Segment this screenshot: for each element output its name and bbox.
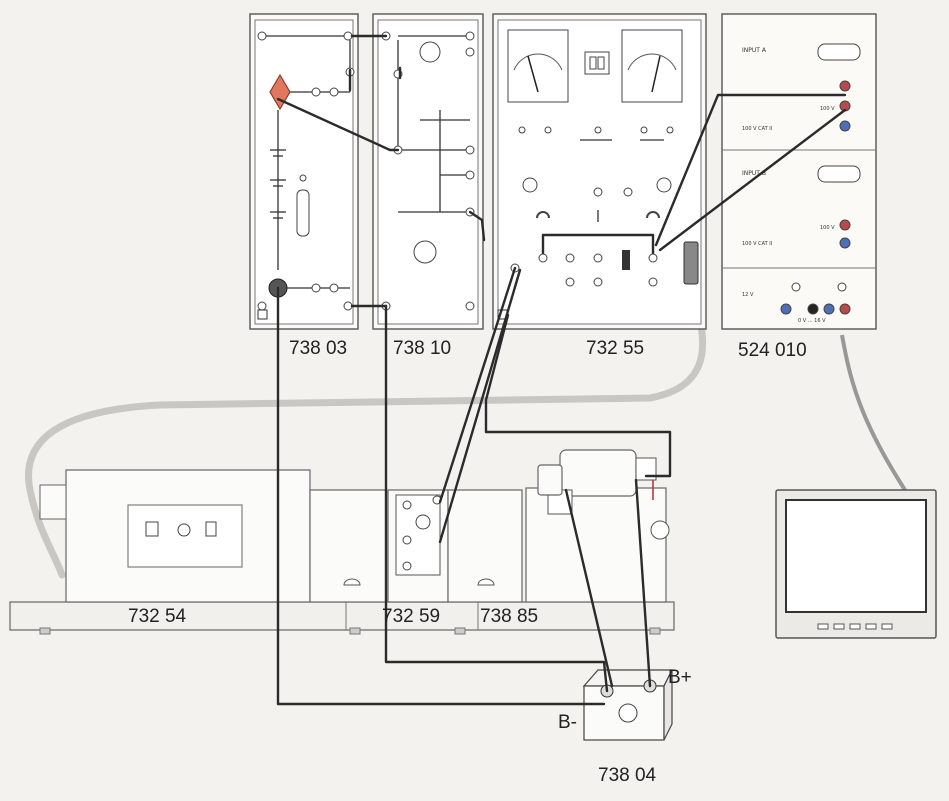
connection-wires	[276, 34, 847, 706]
sensor-cable	[25, 281, 707, 579]
machine-738-85	[447, 449, 670, 603]
range-b-label: 100 V	[820, 225, 835, 231]
input-a-socket-blue[interactable]	[839, 120, 851, 132]
input-b-socket-blue[interactable]	[839, 237, 851, 249]
input-b-socket-red[interactable]	[839, 219, 851, 231]
label-b-plus: B+	[668, 667, 692, 688]
monitor-cable	[840, 334, 907, 492]
label-732-54: 732 54	[128, 606, 187, 627]
supply-socket-black[interactable]	[807, 303, 819, 315]
panel-738-03	[249, 13, 359, 330]
component-labels: 738 03 738 10 732 55 524 010 732 54 732 …	[128, 338, 807, 786]
label-738-03: 738 03	[289, 338, 347, 359]
supply-socket-blue-1[interactable]	[780, 303, 792, 315]
input-a-socket-red-1[interactable]	[839, 80, 851, 92]
label-b-minus: B-	[558, 712, 577, 733]
supply-range-label: 0 V ... 16 V	[798, 318, 826, 324]
input-a-label: INPUT A	[742, 47, 767, 54]
switch-lever	[296, 189, 310, 237]
fuse-marker	[269, 73, 291, 111]
supply-12v-label: 12 V	[742, 292, 754, 298]
indicator-lamp-icon	[413, 240, 437, 264]
range-a-label: 100 V	[820, 106, 835, 112]
machine-732-54	[39, 469, 387, 603]
input-b-label: INPUT B	[742, 170, 766, 177]
machine-bed	[9, 601, 675, 635]
label-738-85: 738 85	[480, 606, 538, 627]
label-738-04: 738 04	[598, 765, 657, 786]
label-738-10: 738 10	[393, 338, 451, 359]
monitor-icon	[775, 489, 937, 639]
relay-coil-icon	[419, 41, 441, 63]
panel-732-55	[492, 13, 707, 330]
panel-524-010	[721, 13, 877, 330]
sensor-plug-icon	[683, 241, 699, 285]
panel-738-10	[372, 13, 484, 330]
machine-732-59	[387, 489, 449, 603]
interface-labels: INPUT A INPUT B 100 V CAT II 100 V CAT I…	[742, 47, 835, 324]
label-524-010: 524 010	[738, 340, 807, 361]
cat-b-label: 100 V CAT II	[742, 241, 772, 247]
cat-a-label: 100 V CAT II	[742, 126, 772, 132]
label-732-55: 732 55	[586, 338, 644, 359]
label-732-59: 732 59	[382, 606, 440, 627]
supply-socket-blue-2[interactable]	[823, 303, 835, 315]
supply-socket-red[interactable]	[839, 303, 851, 315]
